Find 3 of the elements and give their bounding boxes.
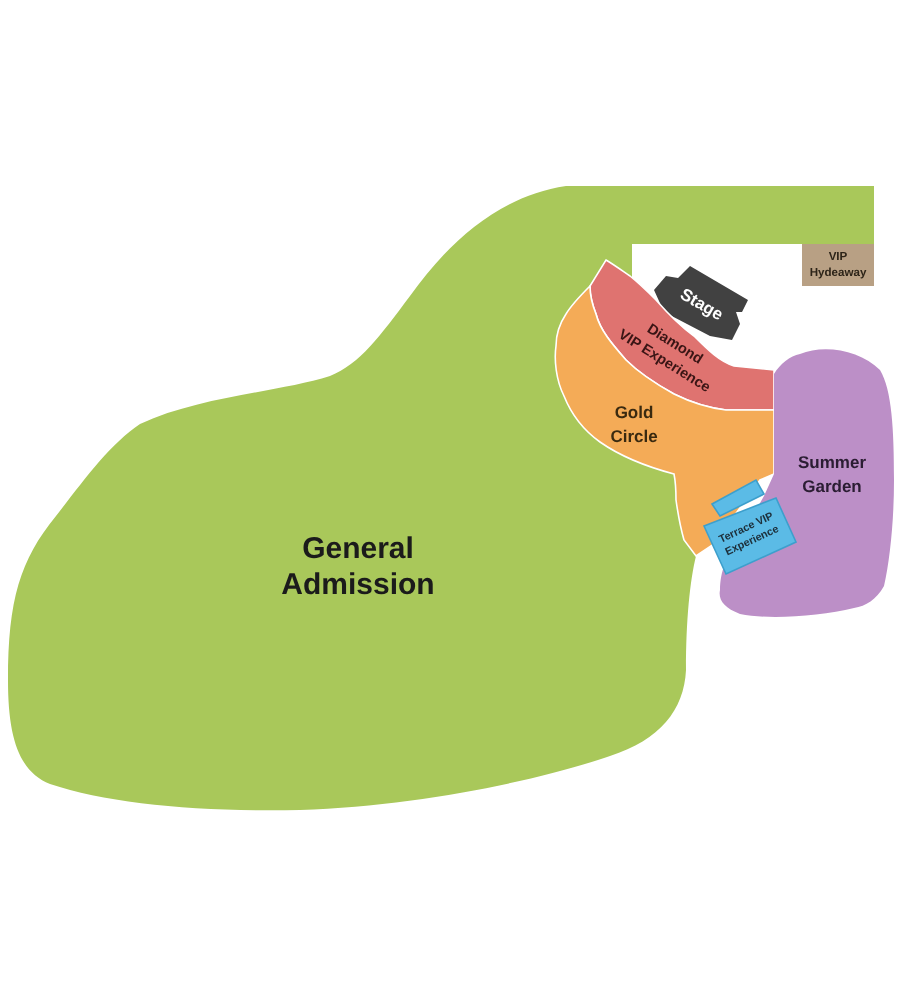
section-label: Summer Garden bbox=[798, 450, 866, 498]
section-label: General Admission bbox=[281, 532, 435, 604]
section-label: Gold Circle bbox=[610, 400, 658, 448]
